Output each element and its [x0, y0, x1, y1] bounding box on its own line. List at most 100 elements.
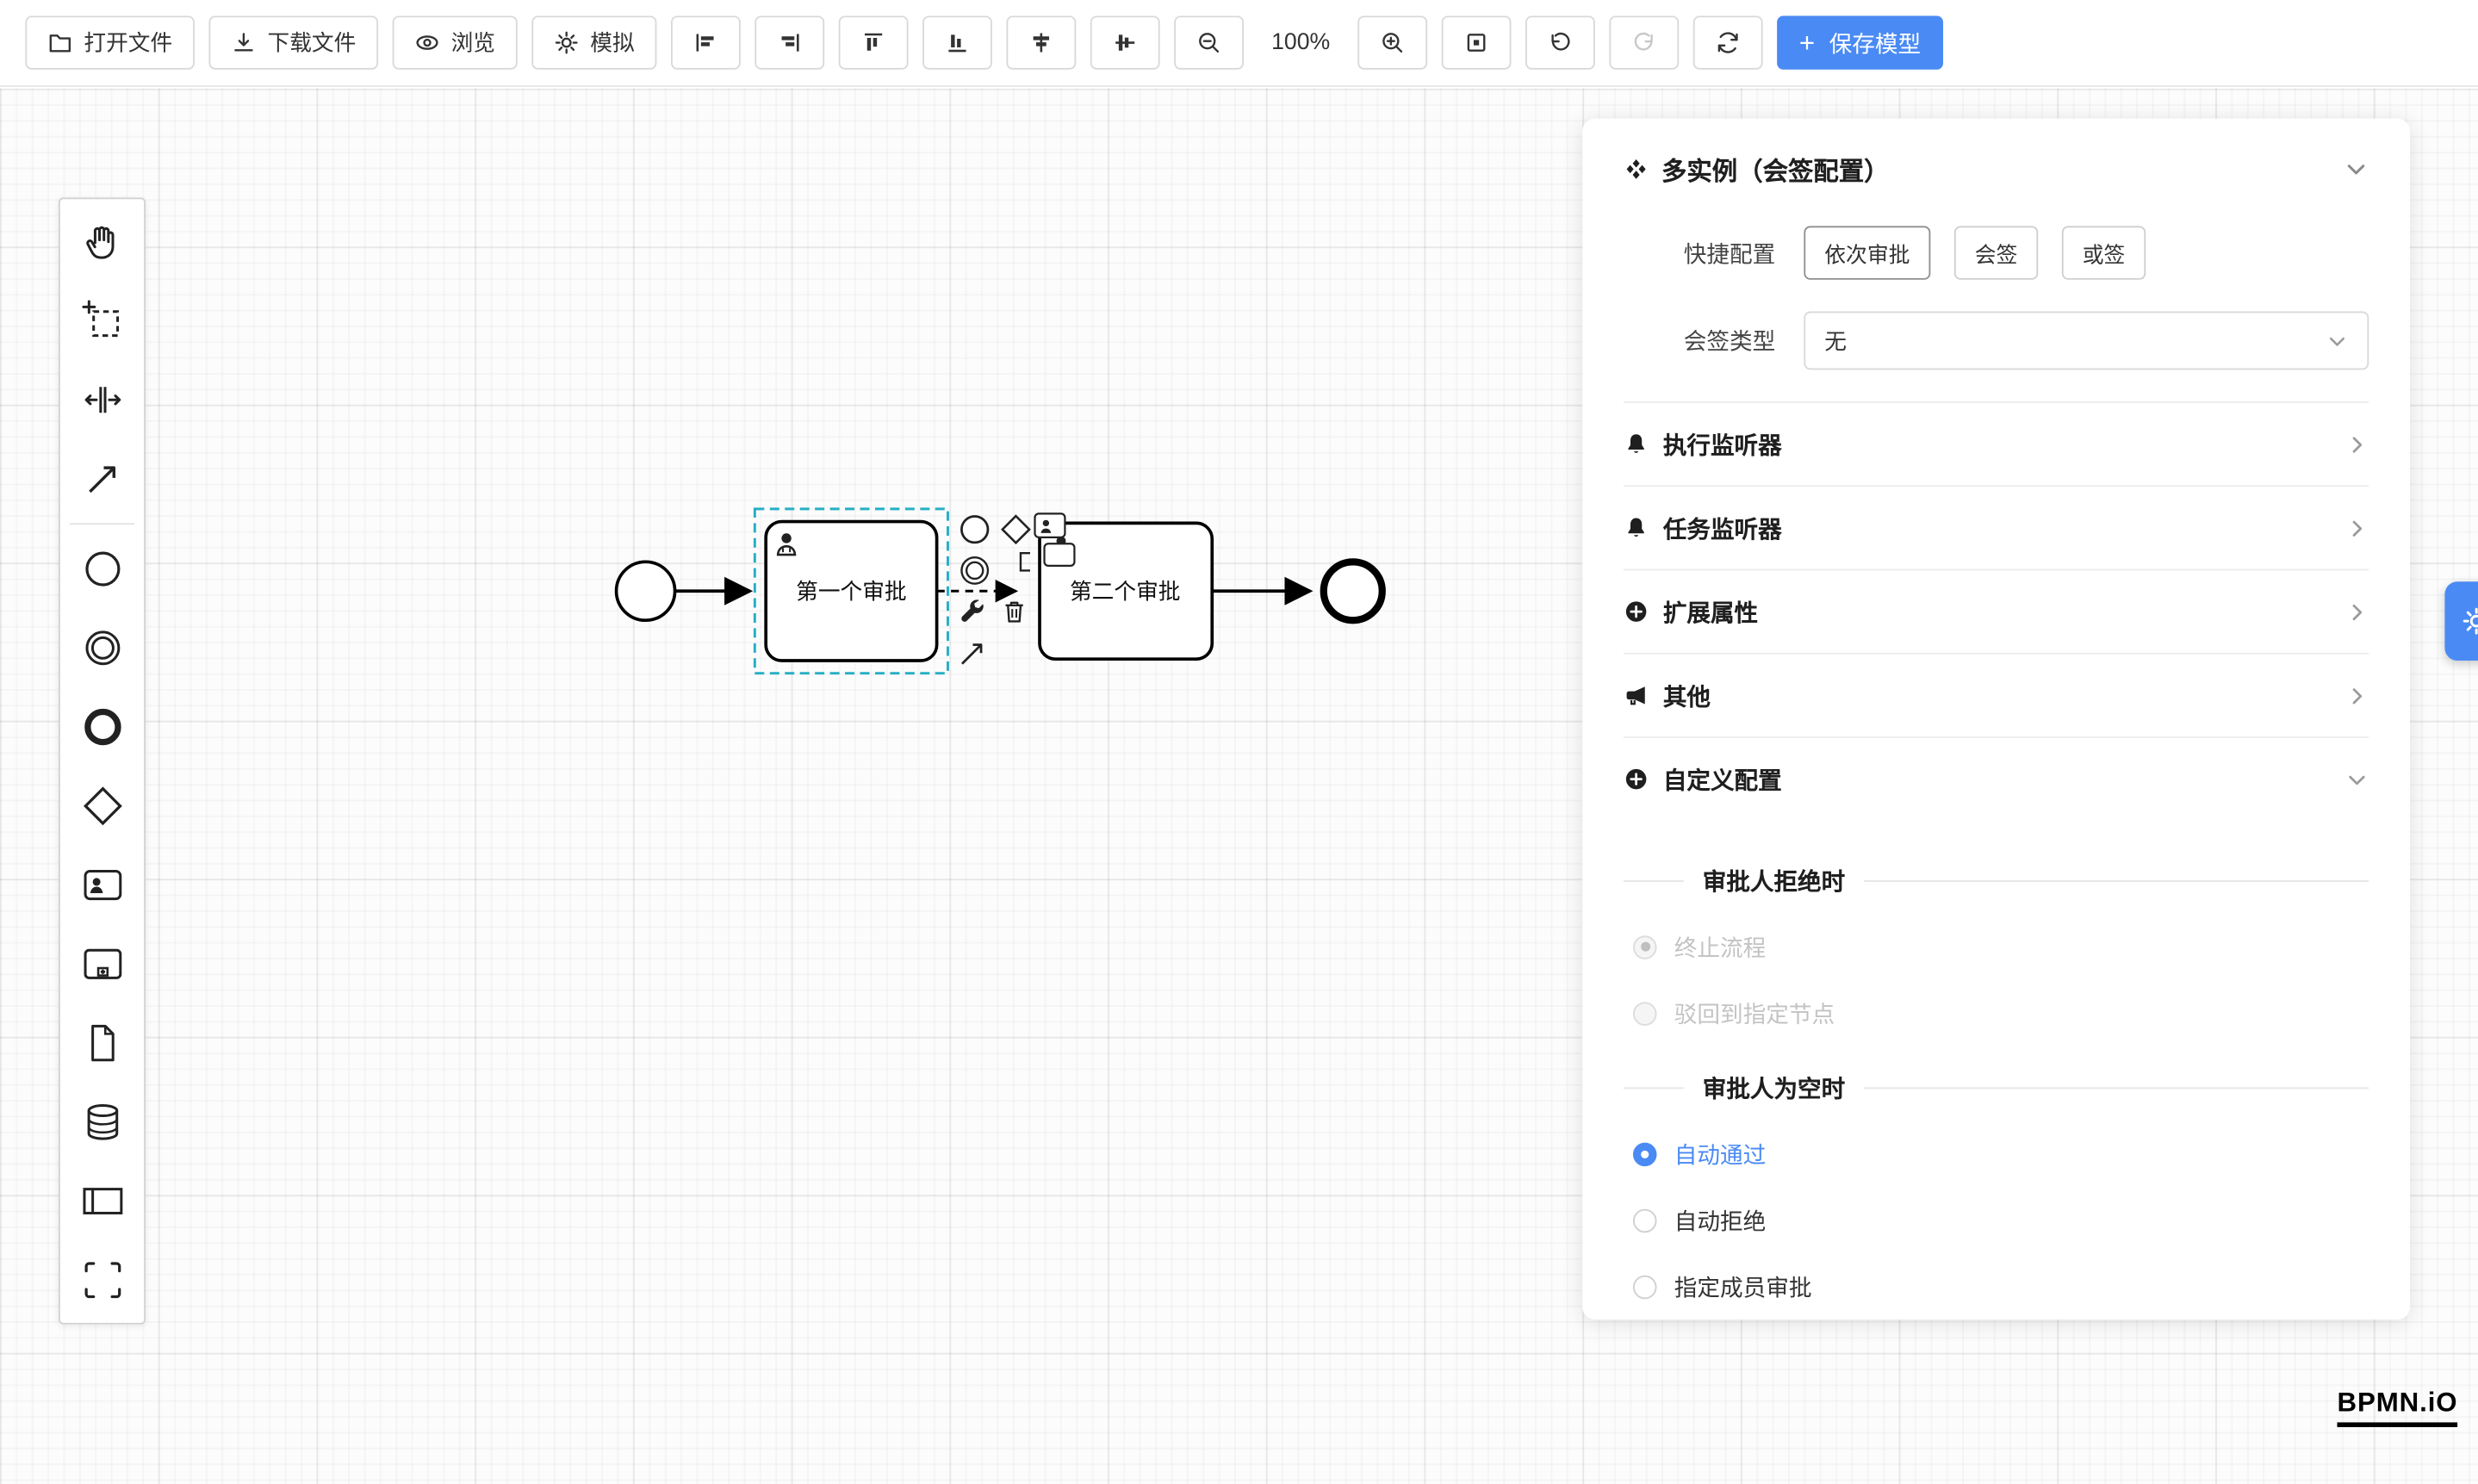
align-bottom-button[interactable]	[922, 16, 992, 70]
radio-auto-reject[interactable]: 自动拒绝	[1624, 1187, 2369, 1253]
multi-instance-icon	[1626, 158, 1646, 179]
zoom-out-button[interactable]	[1174, 16, 1245, 70]
create-gateway[interactable]	[60, 767, 144, 846]
align-left-icon	[696, 34, 714, 52]
create-data-store[interactable]	[60, 1083, 144, 1162]
folder-icon	[49, 34, 71, 53]
space-tool-icon	[84, 387, 121, 413]
sign-type-select[interactable]: 无	[1804, 311, 2369, 370]
space-tool[interactable]	[60, 360, 144, 439]
task-second-approval[interactable]	[1038, 521, 1214, 661]
panel-header[interactable]: 多实例（会签配置）	[1624, 119, 2369, 214]
radio-terminate-process[interactable]: 终止流程	[1624, 914, 2369, 980]
create-intermediate-event[interactable]	[60, 608, 144, 687]
create-start-event[interactable]	[60, 530, 144, 609]
append-end-event-icon[interactable]	[960, 515, 990, 544]
quick-option-orsign[interactable]: 或签	[2061, 226, 2146, 280]
append-intermediate-event-icon[interactable]	[960, 556, 990, 585]
bpmn-io-logo[interactable]: BPMN.iO	[2337, 1388, 2458, 1427]
section-other[interactable]: 其他	[1623, 652, 2369, 736]
chevron-right-icon	[2352, 604, 2363, 620]
group-icon	[84, 1262, 121, 1299]
task-label: 第一个审批	[796, 579, 907, 604]
align-hcenter-button[interactable]	[1006, 16, 1077, 70]
start-event[interactable]	[614, 560, 677, 623]
palette-divider	[69, 523, 135, 525]
create-subprocess[interactable]	[60, 924, 144, 1003]
append-gateway-icon[interactable]	[1001, 514, 1031, 545]
align-left-button[interactable]	[670, 16, 741, 70]
simulate-label: 模拟	[590, 29, 635, 56]
quick-config-buttons: 依次审批 会签 或签	[1804, 226, 2146, 280]
align-vcenter-button[interactable]	[1090, 16, 1160, 70]
download-file-button[interactable]: 下载文件	[208, 16, 379, 70]
save-model-button[interactable]: + 保存模型	[1777, 16, 1943, 70]
create-end-event[interactable]	[60, 687, 144, 767]
download-icon	[234, 33, 253, 52]
redo-icon	[1634, 32, 1653, 51]
fit-view-button[interactable]	[1441, 16, 1512, 70]
lasso-tool[interactable]	[60, 282, 144, 361]
subprocess-icon	[83, 948, 121, 979]
panel-title: 多实例（会签配置）	[1661, 159, 1890, 187]
append-task-icon[interactable]	[1043, 543, 1076, 568]
align-right-button[interactable]	[755, 16, 825, 70]
gateway-icon	[83, 786, 121, 826]
divider-line	[1864, 880, 2369, 882]
simulate-button[interactable]: 模拟	[531, 16, 657, 70]
section-task-listeners[interactable]: 任务监听器	[1623, 485, 2369, 568]
redo-button[interactable]	[1609, 16, 1680, 70]
download-file-label: 下载文件	[267, 29, 357, 56]
append-user-task-icon[interactable]	[1034, 512, 1066, 538]
quick-config-row: 快捷配置 依次审批 会签 或签	[1624, 226, 2369, 280]
align-bottom-icon	[948, 34, 966, 53]
radio-auto-pass[interactable]: 自动通过	[1624, 1121, 2369, 1187]
user-task-icon	[83, 870, 121, 901]
panel-toggle-button[interactable]	[2444, 581, 2478, 661]
wrench-icon[interactable]	[961, 599, 984, 622]
start-event-icon	[84, 551, 120, 587]
chevron-right-icon	[2352, 519, 2363, 536]
reject-title: 审批人拒绝时	[1702, 869, 1846, 897]
preview-button[interactable]: 浏览	[392, 16, 518, 70]
trash-icon[interactable]	[1005, 601, 1023, 623]
datastore-icon	[86, 1104, 118, 1140]
section-execution-listeners[interactable]: 执行监听器	[1623, 401, 2369, 485]
zoom-in-button[interactable]	[1357, 16, 1428, 70]
hand-tool[interactable]	[60, 202, 144, 282]
section-extended-properties[interactable]: 扩展属性	[1623, 568, 2369, 653]
radio-assign-member[interactable]: 指定成员审批	[1624, 1253, 2369, 1319]
chevron-down-icon[interactable]	[2344, 157, 2369, 182]
open-file-button[interactable]: 打开文件	[25, 16, 195, 70]
undo-button[interactable]	[1525, 16, 1595, 70]
create-data-object[interactable]	[60, 1003, 144, 1083]
quick-option-countersign[interactable]: 会签	[1953, 226, 2039, 280]
radio-dot	[1632, 1001, 1657, 1025]
create-user-task[interactable]	[60, 846, 144, 925]
radio-dot	[1632, 1208, 1657, 1233]
end-event[interactable]	[1320, 558, 1386, 624]
lasso-tool-icon	[81, 300, 119, 338]
radio-dot	[1632, 934, 1657, 959]
refresh-icon	[1717, 32, 1738, 53]
section-label: 执行监听器	[1662, 432, 1782, 460]
create-participant[interactable]	[60, 1162, 144, 1241]
plus-circle-icon	[1625, 768, 1647, 790]
create-group[interactable]	[60, 1240, 144, 1319]
canvas[interactable]: 第一个审批 第二个审批	[0, 88, 2478, 1484]
text-annotation-icon[interactable]	[1019, 552, 1030, 572]
chevron-down-icon	[2349, 774, 2365, 785]
radio-return-to-node[interactable]: 驳回到指定节点	[1624, 980, 2369, 1046]
align-top-button[interactable]	[838, 16, 909, 70]
chevron-down-icon	[2329, 336, 2345, 345]
section-custom-config[interactable]: 自定义配置	[1623, 736, 2369, 820]
refresh-button[interactable]	[1692, 16, 1763, 70]
eye-icon	[416, 35, 438, 50]
quick-option-sequential[interactable]: 依次审批	[1804, 226, 1931, 280]
connect-tool[interactable]	[60, 439, 144, 518]
save-model-label: 保存模型	[1829, 32, 1922, 58]
connect-arrow-icon[interactable]	[961, 643, 983, 665]
divider-line	[1623, 1087, 1684, 1090]
section-label: 任务监听器	[1662, 516, 1782, 543]
